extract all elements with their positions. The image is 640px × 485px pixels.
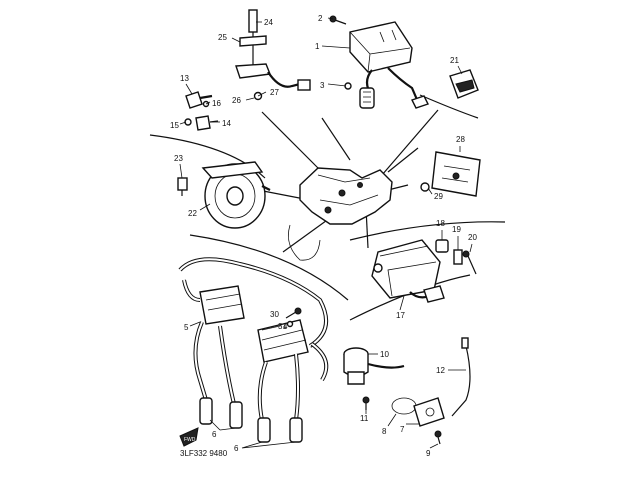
callout-27: 27 bbox=[270, 88, 279, 97]
callout-26: 26 bbox=[232, 96, 241, 105]
callout-21: 21 bbox=[450, 56, 459, 65]
gasket-8 bbox=[391, 397, 417, 415]
part-18 bbox=[435, 239, 449, 253]
bolt-30 bbox=[285, 307, 302, 319]
pressure-switch-13 bbox=[185, 91, 213, 109]
pressure-switch-14 bbox=[195, 115, 219, 131]
callout-6b: 6 bbox=[234, 444, 239, 453]
bolt-29 bbox=[420, 182, 430, 192]
bolt-20 bbox=[462, 250, 477, 275]
cdi-unit bbox=[349, 21, 429, 109]
callout-25: 25 bbox=[218, 33, 227, 42]
callout-5: 5 bbox=[184, 323, 189, 332]
frame-fragment bbox=[287, 167, 393, 261]
callout-28: 28 bbox=[456, 135, 465, 144]
forward-mark-label: FWD bbox=[184, 437, 196, 443]
callout-3: 3 bbox=[320, 81, 325, 90]
cover-21 bbox=[449, 69, 479, 99]
relay-unit bbox=[371, 239, 445, 303]
callout-16: 16 bbox=[212, 99, 221, 108]
lead-wire-12 bbox=[451, 337, 471, 417]
callout-2: 2 bbox=[318, 14, 323, 23]
callout-10: 10 bbox=[380, 350, 389, 359]
footer-code: 3LF332 9480 bbox=[180, 449, 228, 458]
leader-line-switch bbox=[261, 111, 319, 169]
callout-1: 1 bbox=[315, 42, 320, 51]
high-tension-leads bbox=[178, 257, 329, 421]
callout-9: 9 bbox=[426, 449, 431, 458]
callout-11: 11 bbox=[360, 414, 369, 423]
callout-4: 4 bbox=[283, 322, 288, 331]
divider-arc-cdi bbox=[419, 94, 479, 119]
ignition-coil-4 bbox=[257, 319, 309, 363]
forward-direction-mark: FWD bbox=[179, 427, 199, 447]
washer-31 bbox=[286, 320, 294, 328]
divider-arc-coils bbox=[189, 234, 349, 301]
connector-3 bbox=[344, 82, 375, 109]
callout-leaders bbox=[179, 17, 473, 449]
callout-30: 30 bbox=[270, 310, 279, 319]
leader-line-rectifier bbox=[387, 147, 419, 173]
callout-8: 8 bbox=[382, 427, 387, 436]
callout-17: 17 bbox=[396, 311, 405, 320]
callout-23: 23 bbox=[174, 154, 183, 163]
thermo-switch-7 bbox=[413, 397, 445, 427]
callout-7: 7 bbox=[400, 425, 405, 434]
bolt-9 bbox=[434, 430, 442, 445]
bolt-2 bbox=[329, 15, 347, 25]
callout-18: 18 bbox=[436, 219, 445, 228]
callout-14: 14 bbox=[222, 119, 231, 128]
horn bbox=[201, 161, 271, 229]
callout-20: 20 bbox=[468, 233, 477, 242]
leader-line-coil bbox=[282, 217, 331, 253]
ignition-coil-5 bbox=[199, 285, 245, 325]
leader-line-cover bbox=[381, 109, 439, 176]
part-19 bbox=[453, 249, 463, 265]
callout-19: 19 bbox=[452, 225, 461, 234]
callout-6a: 6 bbox=[212, 430, 217, 439]
switch-assembly bbox=[235, 9, 311, 101]
rectifier-28 bbox=[431, 151, 481, 197]
callout-12: 12 bbox=[436, 366, 445, 375]
leader-line-cdi bbox=[321, 117, 351, 161]
callout-31: 31 bbox=[278, 322, 287, 331]
callout-13: 13 bbox=[180, 74, 189, 83]
bolt-11 bbox=[362, 396, 370, 410]
spark-plug-caps bbox=[199, 397, 303, 443]
callout-15: 15 bbox=[170, 121, 179, 130]
sender-unit-10 bbox=[343, 347, 405, 385]
divider-arc-relay bbox=[349, 221, 506, 241]
bolt-23 bbox=[177, 177, 188, 196]
callout-29: 29 bbox=[434, 192, 443, 201]
callout-22: 22 bbox=[188, 209, 197, 218]
callout-24: 24 bbox=[264, 18, 273, 27]
